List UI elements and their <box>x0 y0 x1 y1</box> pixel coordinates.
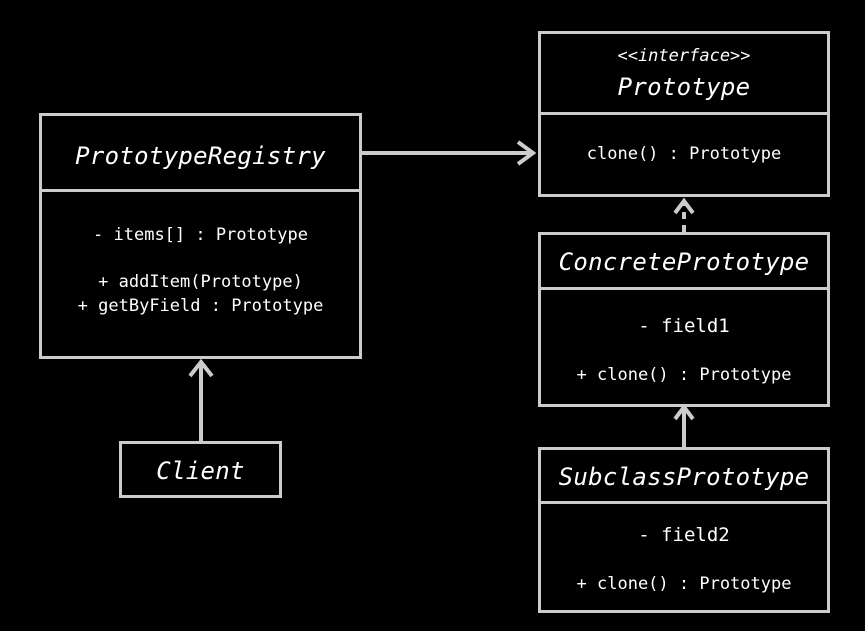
prototype-registry-class: PrototypeRegistry - items[] : Prototype … <box>39 113 362 359</box>
concrete-divider <box>541 287 827 290</box>
interface-divider <box>541 112 827 115</box>
concrete-to-prototype-arrow <box>673 197 695 232</box>
prototype-interface: <<interface>> Prototype clone() : Protot… <box>538 31 830 197</box>
registry-attribute: - items[] : Prototype <box>93 225 308 245</box>
subclass-field: - field2 <box>638 524 730 546</box>
registry-to-prototype-arrow <box>362 140 537 166</box>
subclass-to-concrete-arrow <box>673 403 695 447</box>
client-to-registry-arrow <box>188 358 214 441</box>
concrete-class-name: ConcretePrototype <box>558 248 810 276</box>
interface-method-clone: clone() : Prototype <box>586 144 782 164</box>
subclass-divider <box>541 501 827 504</box>
concrete-prototype-class: ConcretePrototype - field1 + clone() : P… <box>538 232 830 407</box>
concrete-method-clone: + clone() : Prototype <box>576 365 792 385</box>
interface-stereotype: <<interface>> <box>617 46 751 66</box>
registry-class-name: PrototypeRegistry <box>75 142 326 170</box>
subclass-prototype-class: SubclassPrototype - field2 + clone() : P… <box>538 447 830 613</box>
registry-method-get-by-field: + getByField : Prototype <box>77 296 324 316</box>
registry-method-add-item: + addItem(Prototype) <box>98 272 303 292</box>
client-class: Client <box>119 441 282 498</box>
subclass-method-clone: + clone() : Prototype <box>576 574 792 594</box>
subclass-class-name: SubclassPrototype <box>558 463 810 491</box>
interface-name: Prototype <box>617 73 751 101</box>
registry-divider <box>42 189 359 192</box>
client-class-name: Client <box>156 457 245 485</box>
concrete-field: - field1 <box>638 315 730 337</box>
